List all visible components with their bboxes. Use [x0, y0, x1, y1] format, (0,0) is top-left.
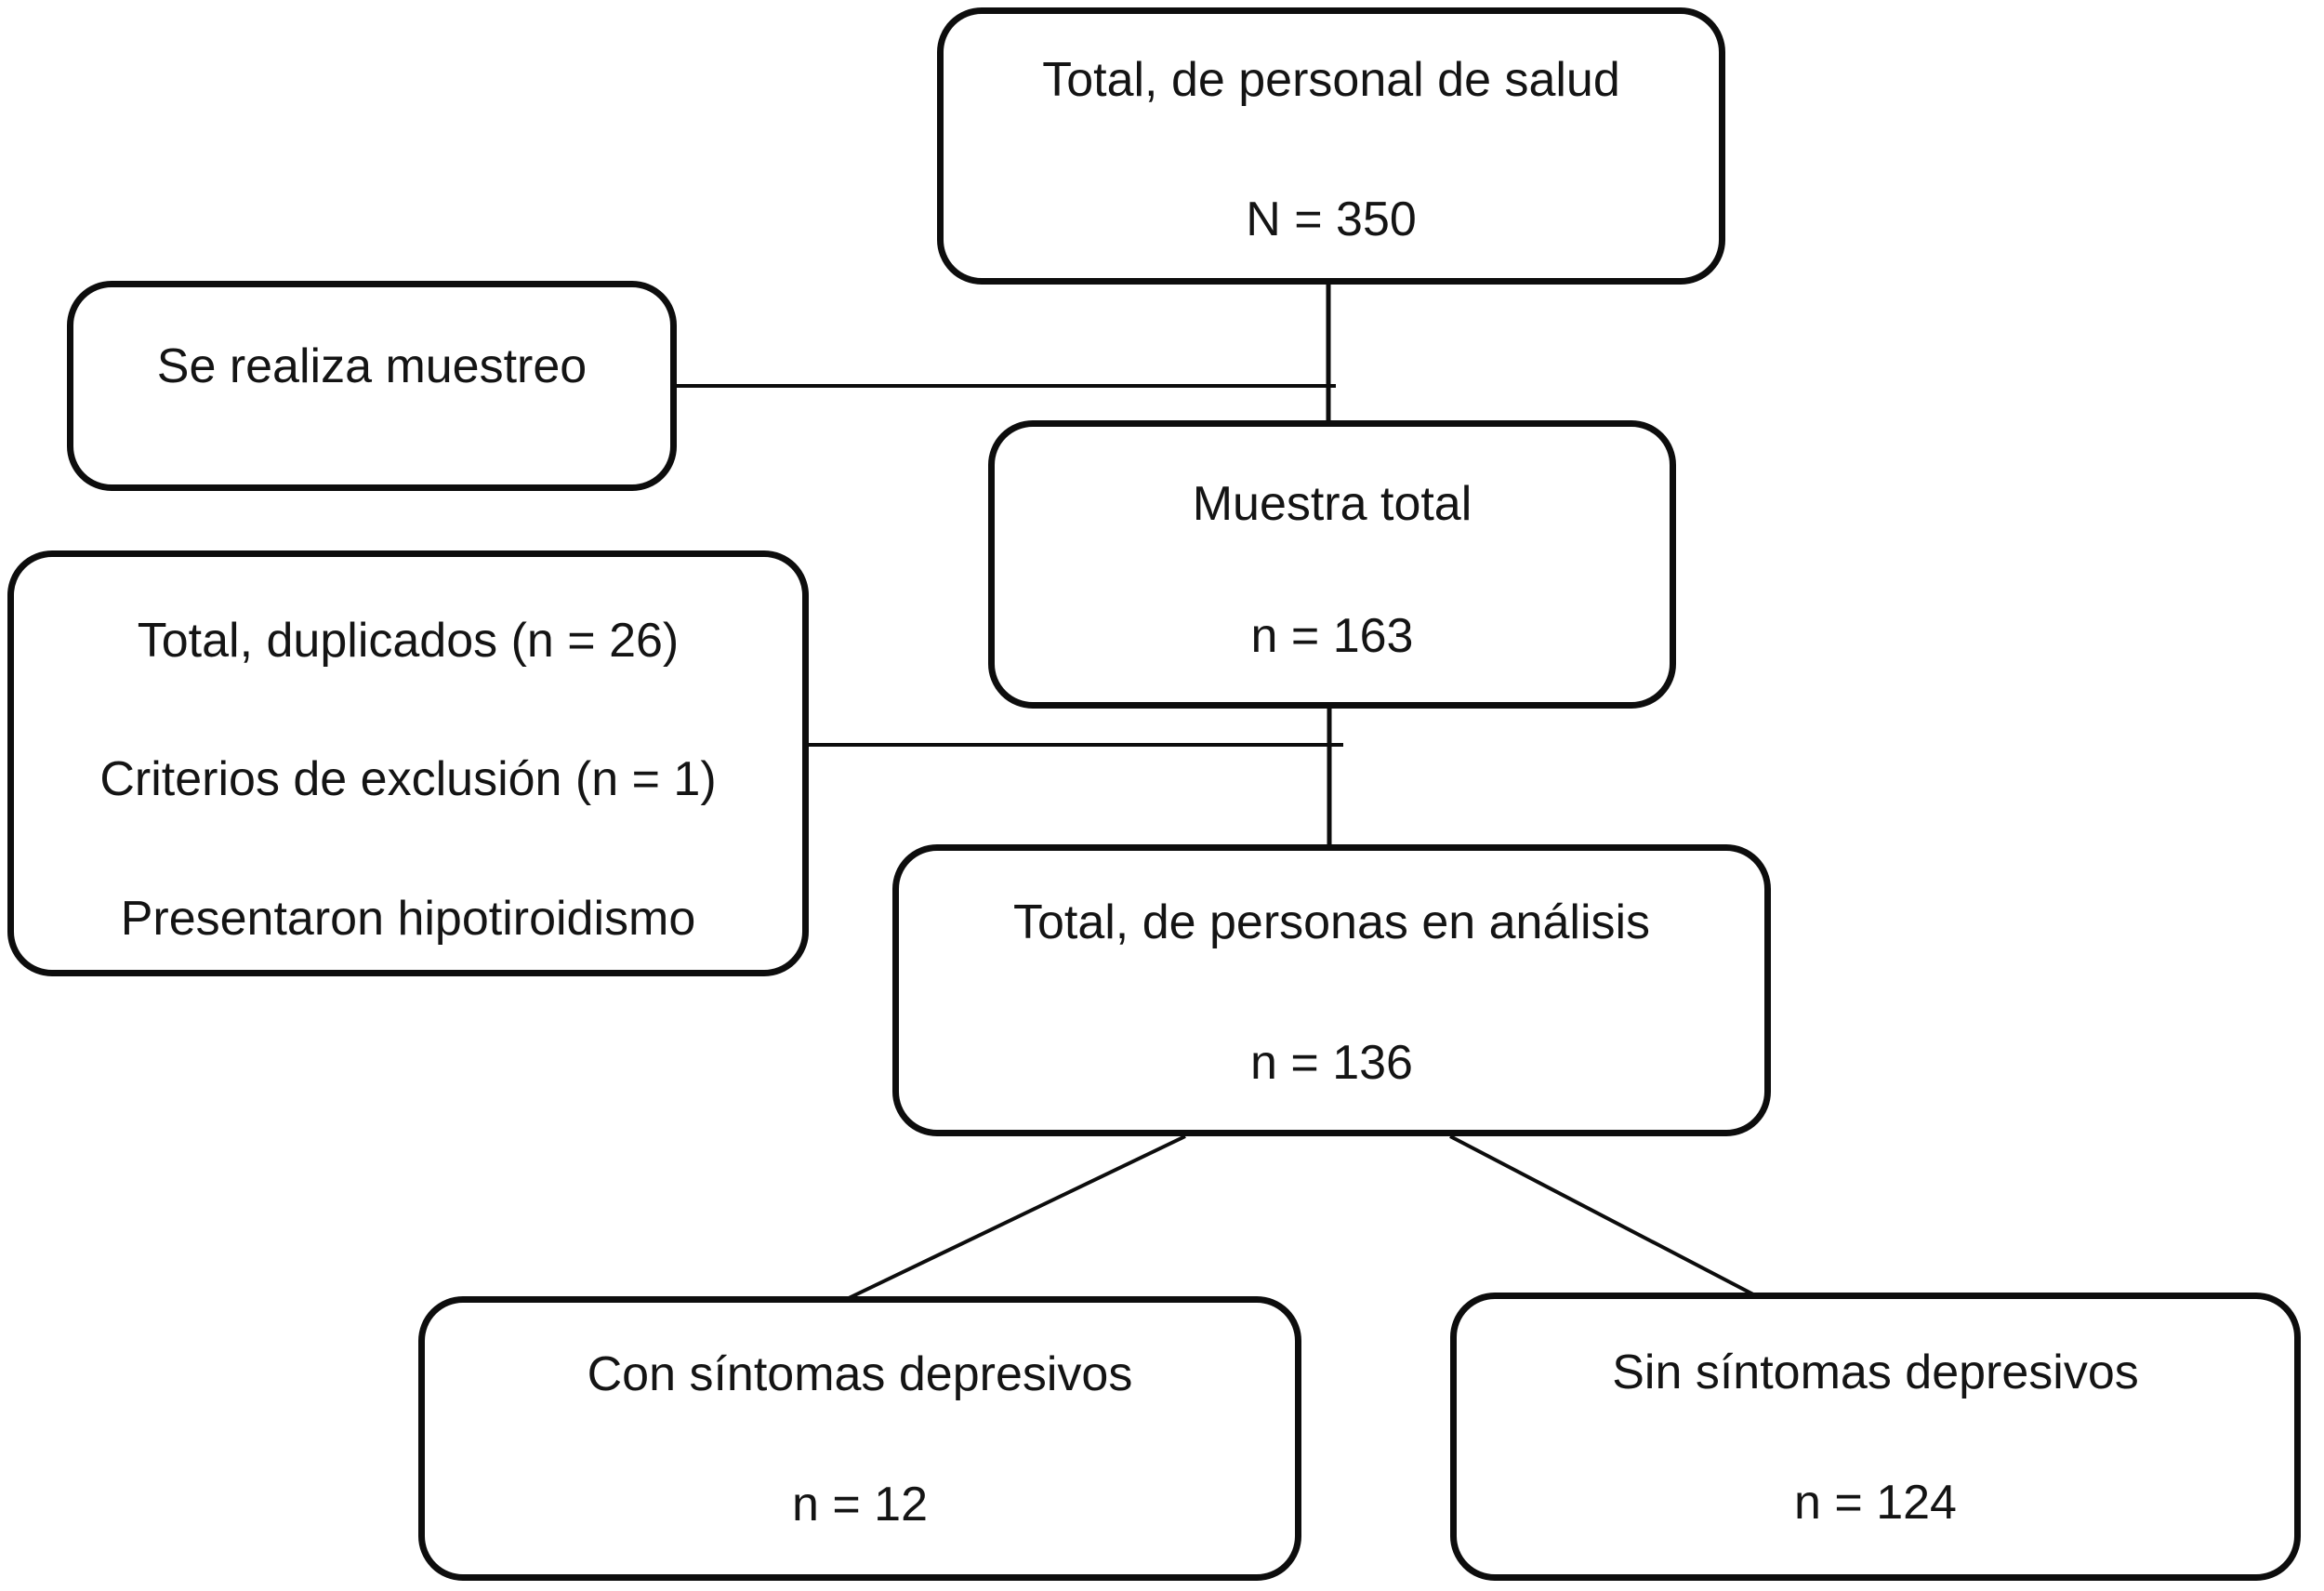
box-exclusiones-line-duplicados: Total, duplicados (n = 26) — [137, 614, 680, 669]
box-exclusiones: Total, duplicados (n = 26) Criterios de … — [7, 550, 809, 976]
box-muestra-total-count: n = 163 — [1250, 609, 1414, 664]
box-total-personal-salud-title: Total, de personal de salud — [1042, 53, 1620, 108]
box-exclusiones-line-hipotiroidismo: Presentaron hipotiroidismo — [120, 892, 696, 947]
connector-analisis-to-con-sintomas — [848, 1134, 1186, 1300]
box-muestra-total: Muestra total n = 163 — [988, 420, 1676, 709]
box-se-realiza-muestreo-title: Se realiza muestreo — [156, 339, 588, 394]
box-total-personal-salud-count: N = 350 — [1246, 192, 1417, 247]
box-total-analisis: Total, de personas en análisis n = 136 — [892, 844, 1771, 1136]
box-sin-sintomas-title: Sin síntomas depresivos — [1612, 1346, 2139, 1400]
box-con-sintomas-count: n = 12 — [791, 1478, 929, 1532]
box-sin-sintomas-count: n = 124 — [1794, 1476, 1957, 1531]
box-total-personal-salud: Total, de personal de salud N = 350 — [937, 7, 1725, 285]
connector-analisis-to-sin-sintomas — [1449, 1134, 1754, 1296]
box-total-analisis-title: Total, de personas en análisis — [1012, 895, 1651, 950]
box-muestra-total-title: Muestra total — [1192, 477, 1472, 532]
box-se-realiza-muestreo: Se realiza muestreo — [67, 281, 677, 491]
box-exclusiones-line-criterios: Criterios de exclusión (n = 1) — [99, 752, 717, 807]
box-con-sintomas: Con síntomas depresivos n = 12 — [418, 1296, 1301, 1581]
box-con-sintomas-title: Con síntomas depresivos — [587, 1347, 1133, 1402]
box-total-analisis-count: n = 136 — [1250, 1036, 1413, 1091]
box-sin-sintomas: Sin síntomas depresivos n = 124 — [1450, 1293, 2301, 1581]
